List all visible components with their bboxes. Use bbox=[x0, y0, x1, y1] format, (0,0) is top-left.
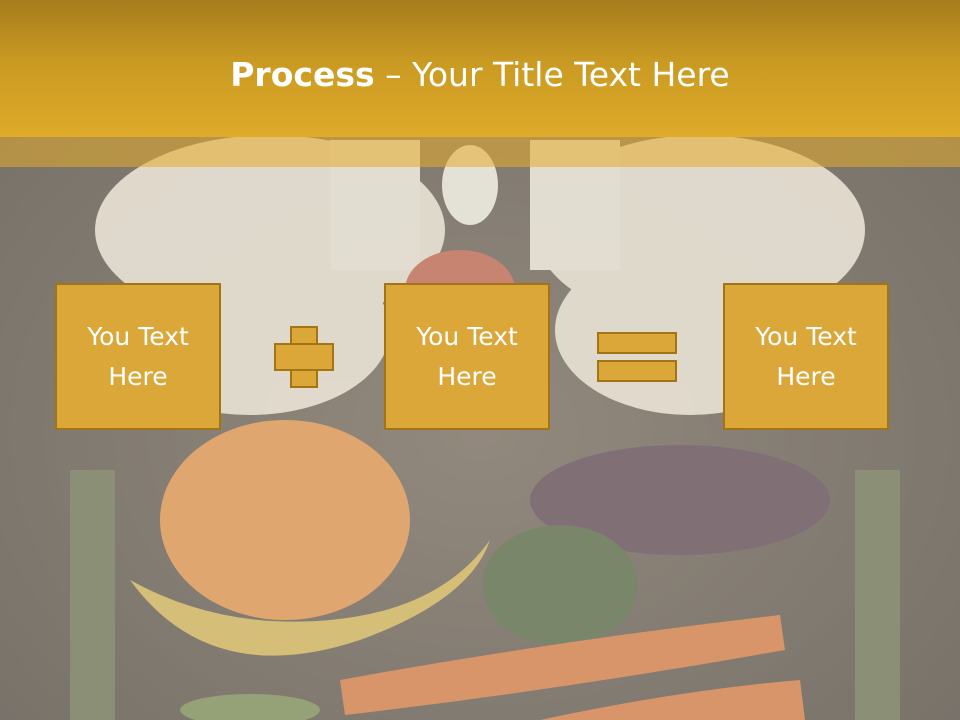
orange-pepper bbox=[160, 420, 410, 620]
process-box-2-text: You Text Here bbox=[397, 317, 537, 397]
process-box-3-text: You Text Here bbox=[736, 317, 876, 397]
avocado bbox=[482, 525, 638, 645]
carrot bbox=[340, 615, 785, 715]
title-bar bbox=[0, 0, 960, 137]
process-box-2-line2: Here bbox=[437, 361, 497, 391]
equals-icon-top-bar bbox=[597, 332, 677, 354]
process-box-1[interactable]: You Text Here bbox=[55, 283, 221, 430]
page-title[interactable]: Process – Your Title Text Here bbox=[0, 52, 960, 98]
banana bbox=[130, 540, 490, 656]
process-box-1-line1: You Text bbox=[87, 321, 189, 351]
process-box-2[interactable]: You Text Here bbox=[384, 283, 550, 430]
process-box-3-line2: Here bbox=[776, 361, 836, 391]
process-box-1-line2: Here bbox=[108, 361, 168, 391]
process-box-1-text: You Text Here bbox=[68, 317, 208, 397]
process-box-3-line1: You Text bbox=[755, 321, 857, 351]
title-bold-part: Process bbox=[230, 55, 375, 94]
title-bar-strip bbox=[0, 137, 960, 167]
title-rest-part: – Your Title Text Here bbox=[374, 55, 730, 94]
plus-icon-center bbox=[292, 345, 316, 369]
eggplant bbox=[530, 445, 830, 555]
equals-icon-bottom-bar bbox=[597, 360, 677, 382]
process-box-3[interactable]: You Text Here bbox=[723, 283, 889, 430]
process-box-2-line1: You Text bbox=[416, 321, 518, 351]
